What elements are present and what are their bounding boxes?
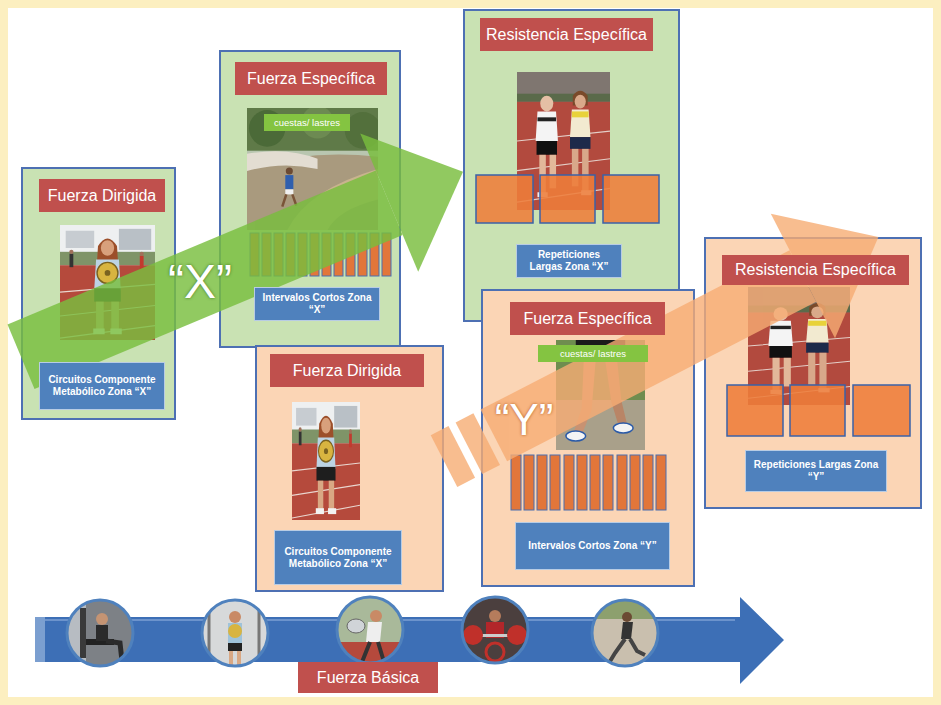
- text-slot: Intervalos Cortos Zona “X”: [254, 287, 380, 321]
- text-slot: Fuerza Básica: [298, 662, 438, 693]
- phase-title: Fuerza Dirigida: [39, 179, 165, 212]
- zone-label: Intervalos Cortos Zona “Y”: [515, 522, 670, 570]
- zone-label: Circuitos Componente Metabólico Zona “X”: [274, 530, 402, 585]
- zone-label: Repeticiones Largas Zona “Y”: [745, 450, 887, 492]
- text-slot: Circuitos Componente Metabólico Zona “X”: [274, 530, 402, 585]
- arrow-shaft: [8, 170, 403, 389]
- text-slot: Intervalos Cortos Zona “Y”: [515, 522, 670, 570]
- text-slot: Fuerza Específica: [235, 62, 387, 95]
- progress-arrow: [35, 597, 784, 684]
- base-phase-box: Fuerza Básica: [298, 662, 438, 693]
- lift-photo: [461, 596, 529, 664]
- text-slot: Resistencia Específica: [480, 18, 653, 51]
- text-slot: cuestas/ lastres: [538, 345, 648, 362]
- athlete-photo: [292, 402, 360, 520]
- text-slot: Repeticiones Largas Zona “X”: [516, 244, 622, 278]
- phase-title: Fuerza Dirigida: [270, 354, 424, 387]
- throw-photo: [336, 596, 404, 664]
- text-slot: Circuitos Componente Metabólico Zona “X”: [39, 362, 165, 410]
- zone-label: Intervalos Cortos Zona “X”: [254, 287, 380, 321]
- repetition-blocks: [476, 175, 659, 223]
- text-slot: Repeticiones Largas Zona “Y”: [745, 450, 887, 492]
- edge-label-slot: “X”: [168, 258, 232, 306]
- repetition-blocks: [727, 385, 910, 436]
- interval-bars: [511, 455, 666, 510]
- phase-title: Resistencia Específica: [722, 255, 909, 285]
- arrow-shaft: [481, 250, 817, 461]
- edge-label: “X”: [168, 258, 232, 306]
- zone-label: Repeticiones Largas Zona “X”: [516, 244, 622, 278]
- text-slot: cuestas/ lastres: [264, 114, 350, 131]
- edge-label-slot: “Y”: [495, 398, 554, 442]
- arrow-head: [771, 214, 879, 338]
- broad-arrow: [431, 214, 879, 487]
- arrow-head: [360, 134, 463, 272]
- phase-title: Fuerza Básica: [298, 662, 438, 693]
- phase-title: Fuerza Específica: [510, 302, 665, 335]
- gym-photo: [66, 599, 134, 667]
- zone-label: Circuitos Componente Metabólico Zona “X”: [39, 362, 165, 410]
- phase-title: Resistencia Específica: [480, 18, 653, 51]
- text-slot: Fuerza Dirigida: [39, 179, 165, 212]
- broad-arrow: [8, 134, 464, 390]
- edge-label: “Y”: [495, 398, 554, 442]
- equipment-tag: cuestas/ lastres: [264, 114, 350, 131]
- text-slot: Resistencia Específica: [722, 255, 909, 285]
- equipment-tag: cuestas/ lastres: [538, 345, 648, 362]
- phase-title: Fuerza Específica: [235, 62, 387, 95]
- text-slot: Fuerza Dirigida: [270, 354, 424, 387]
- run-photo: [591, 599, 659, 667]
- text-slot: Fuerza Específica: [510, 302, 665, 335]
- gym-photo: [201, 599, 269, 667]
